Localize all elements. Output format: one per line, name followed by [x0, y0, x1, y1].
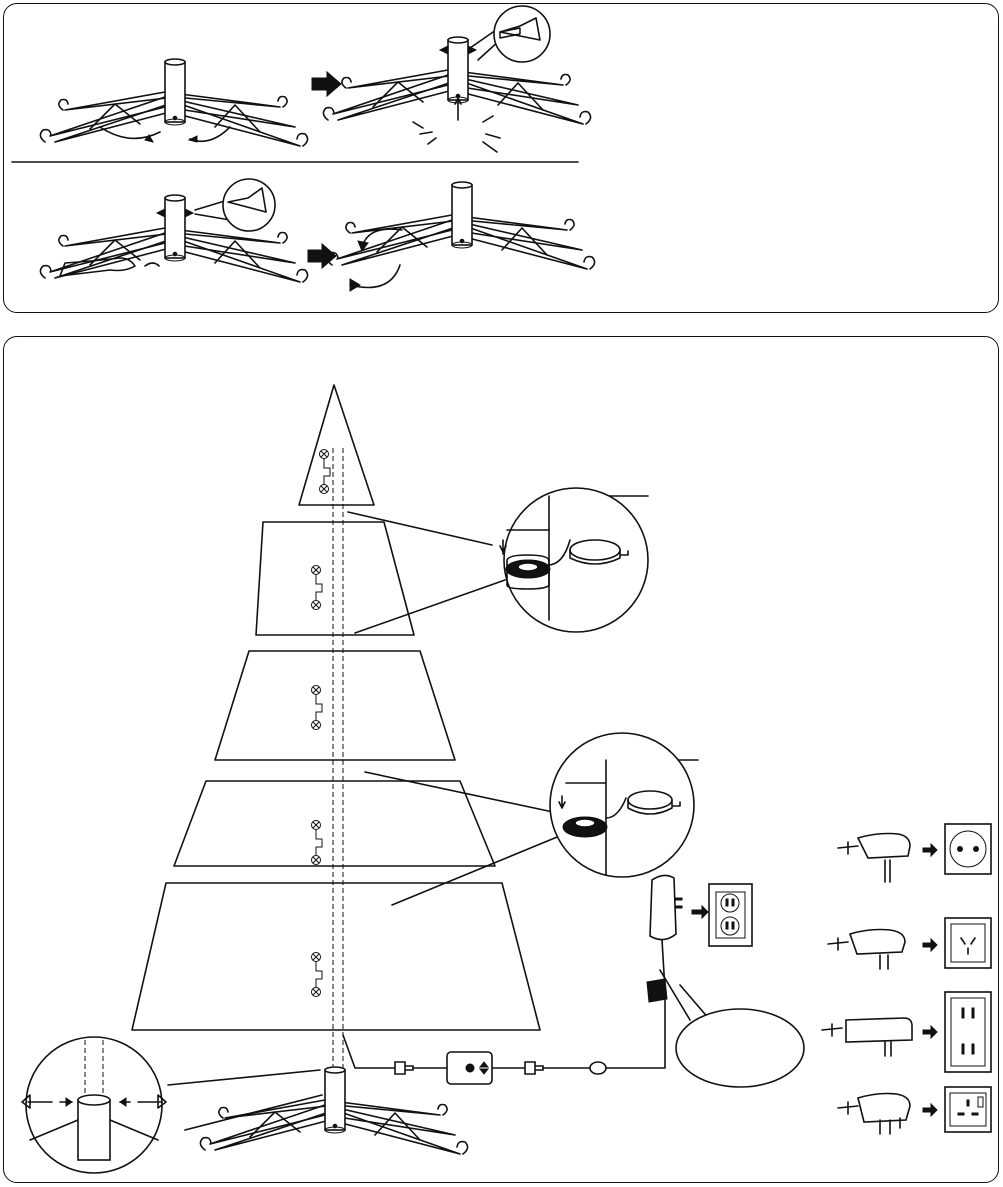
- connector-callout-1: [348, 488, 648, 633]
- tree-tier-3: [215, 651, 455, 760]
- stand-step-1: [40, 59, 307, 146]
- plug-uk: [838, 1087, 991, 1134]
- pole-guide-lines: [333, 448, 343, 1080]
- tree-stand: [200, 1067, 467, 1154]
- callout-bubble: [660, 970, 804, 1087]
- arrow-icon: [312, 72, 341, 96]
- magnified-wingnut-callout-1: [470, 6, 550, 62]
- stand-step-4: [327, 182, 594, 291]
- tree-tier-2: [256, 522, 414, 635]
- tree-tier-5: [132, 883, 540, 1030]
- base-screws-callout: [22, 1037, 322, 1173]
- magnified-wingnut-callout-2: [195, 179, 275, 231]
- plug-cn: [828, 918, 991, 969]
- tree-top-section: [299, 385, 374, 505]
- plug-us: [822, 992, 991, 1072]
- plug-eu: [838, 824, 991, 882]
- tree-tier-4: [174, 781, 495, 866]
- controller-box: [447, 1052, 492, 1084]
- power-cable: [343, 940, 665, 1074]
- connector-callout-2: [365, 733, 698, 905]
- stand-step-2: [323, 37, 590, 152]
- us-wall-outlet: [709, 884, 752, 946]
- power-adapter: [647, 875, 708, 1002]
